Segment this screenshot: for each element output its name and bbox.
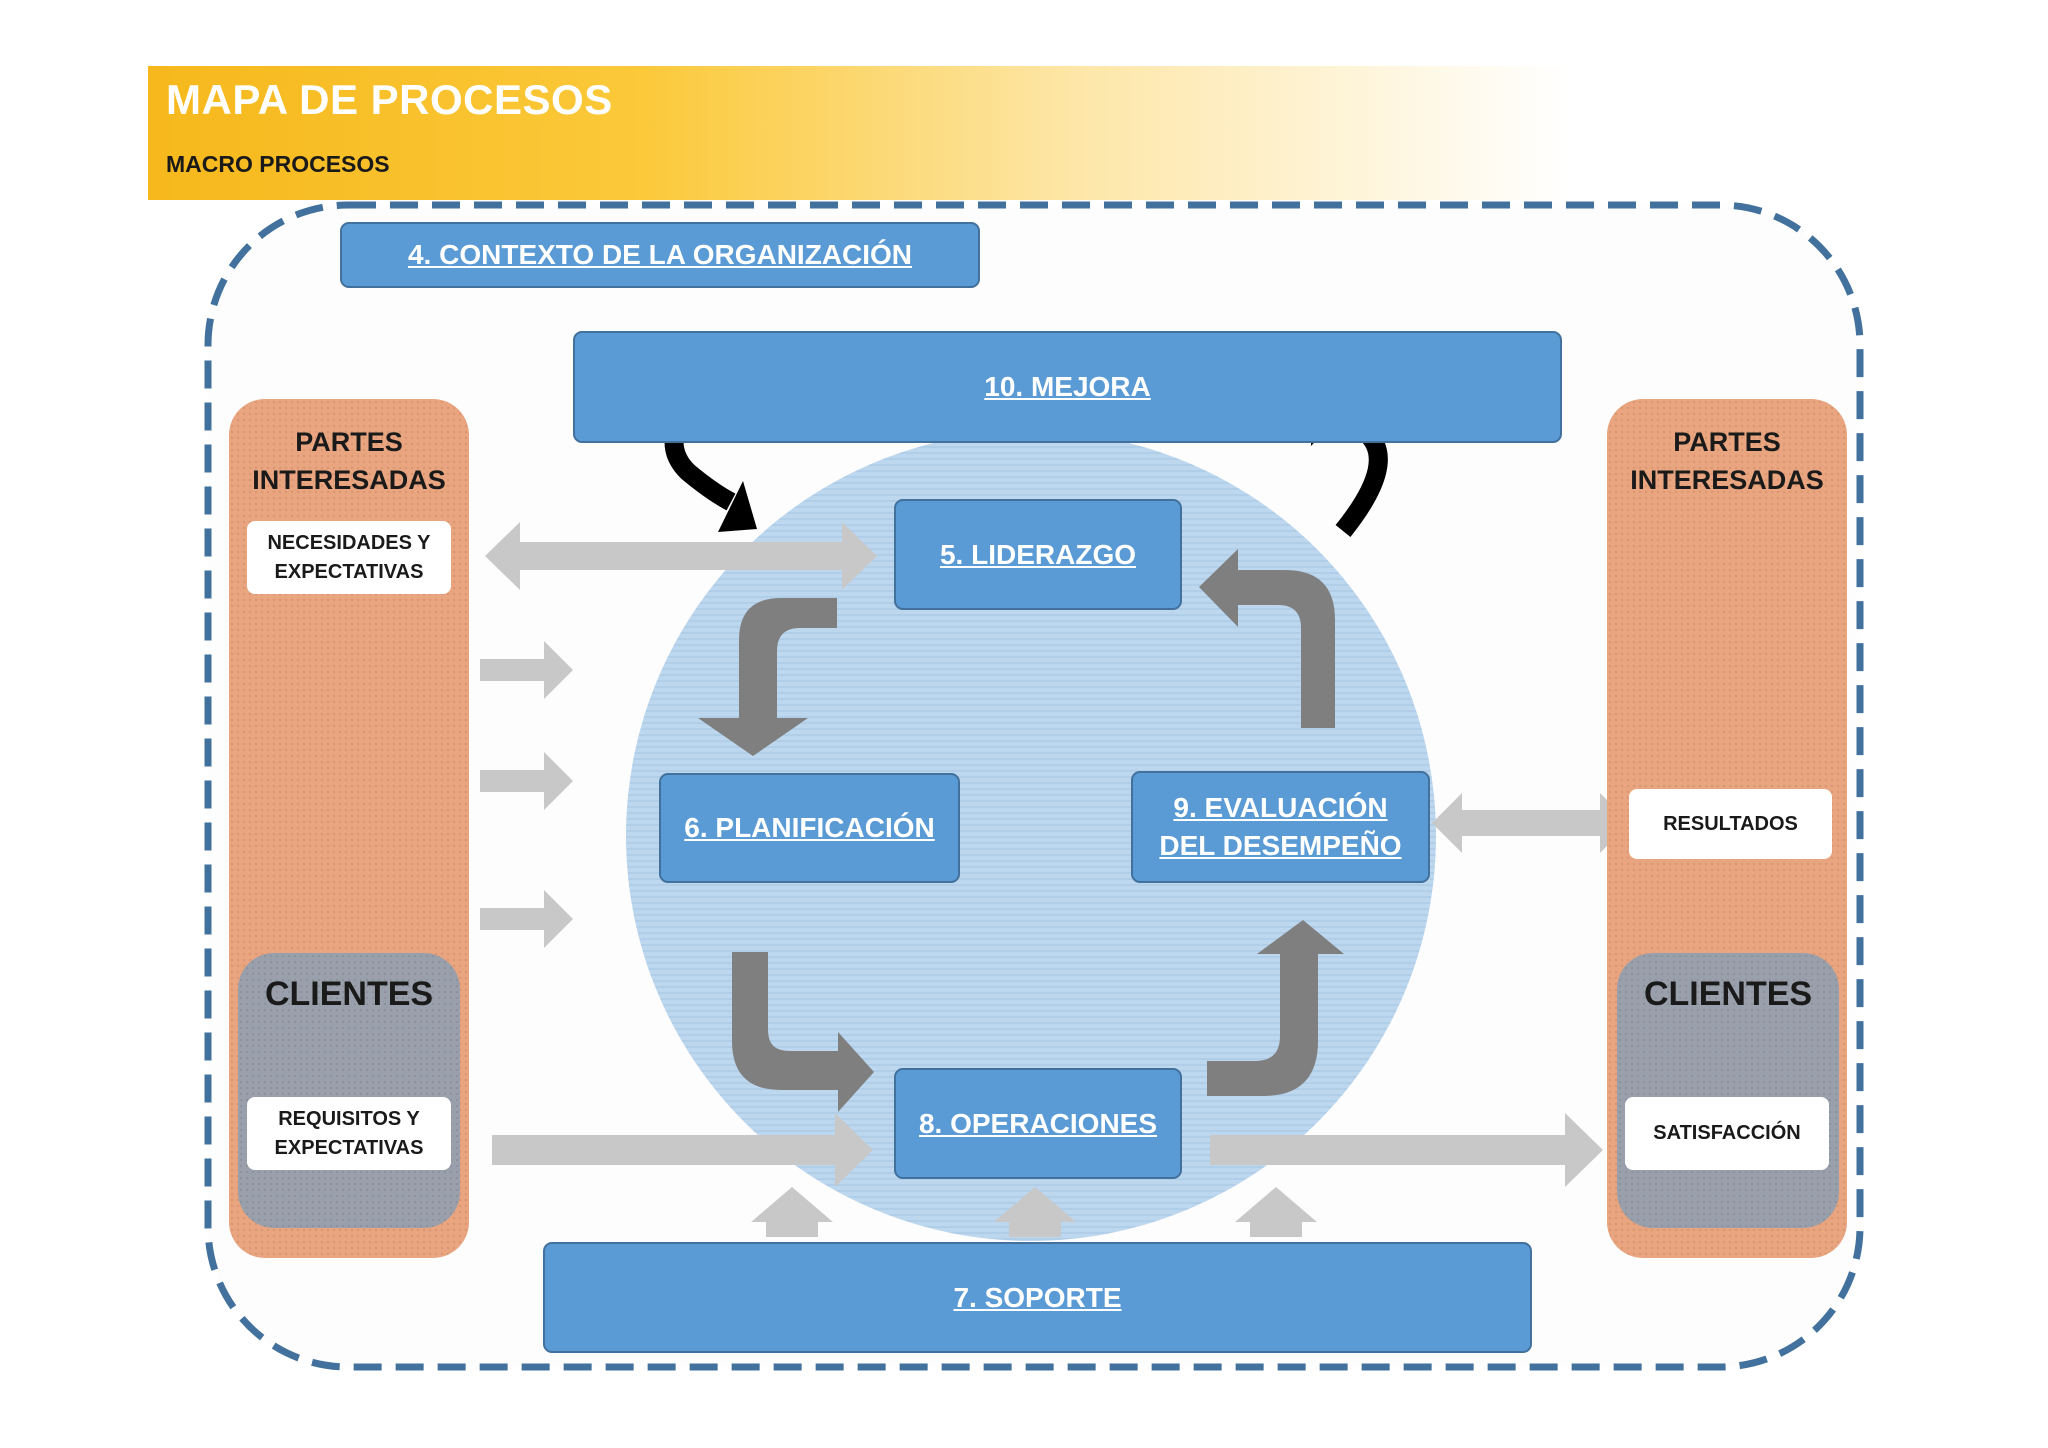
right-title-line1: PARTES bbox=[1673, 427, 1781, 457]
needs-leadership-arrow bbox=[485, 522, 877, 590]
stakeholder-arrow-1 bbox=[480, 641, 573, 699]
operations-evaluation-arrow bbox=[1207, 920, 1344, 1096]
leadership-planning-arrow bbox=[698, 598, 837, 756]
evaluation-line1: 9. EVALUACIÓN bbox=[1173, 792, 1388, 824]
support-arrow-2 bbox=[994, 1187, 1076, 1237]
requirements-operations-arrow bbox=[492, 1113, 873, 1187]
flow-arrows bbox=[480, 522, 1630, 1237]
improvement-process-box[interactable]: 10. MEJORA bbox=[573, 331, 1562, 443]
needs-line2: EXPECTATIVAS bbox=[274, 560, 424, 583]
support-arrow-3 bbox=[1235, 1187, 1317, 1237]
needs-line1: NECESIDADES Y bbox=[267, 531, 431, 554]
evaluation-results-arrow bbox=[1432, 793, 1630, 853]
requirements-expectations-box: REQUISITOS Y EXPECTATIVAS bbox=[247, 1097, 451, 1170]
evaluation-process-box[interactable]: 9. EVALUACIÓN DEL DESEMPEÑO bbox=[1131, 771, 1430, 883]
right-title-line2: INTERESADAS bbox=[1630, 464, 1824, 495]
operations-satisfaction-arrow bbox=[1210, 1113, 1603, 1187]
right-clients-panel bbox=[1617, 953, 1839, 1228]
planning-operations-arrow bbox=[732, 952, 874, 1112]
right-stakeholders-title: PARTES INTERESADAS bbox=[1607, 424, 1847, 500]
requirements-line2: EXPECTATIVAS bbox=[274, 1136, 424, 1159]
left-stakeholders-title: PARTES INTERESADAS bbox=[229, 424, 469, 500]
needs-expectations-box: NECESIDADES Y EXPECTATIVAS bbox=[247, 521, 451, 594]
context-process-box[interactable]: 4. CONTEXTO DE LA ORGANIZACIÓN bbox=[340, 222, 980, 288]
results-box: RESULTADOS bbox=[1629, 789, 1832, 859]
mejora-arrowhead-down bbox=[718, 481, 757, 532]
left-title-line1: PARTES bbox=[295, 427, 403, 457]
page-subtitle: MACRO PROCESOS bbox=[166, 151, 390, 177]
left-title-line2: INTERESADAS bbox=[252, 464, 446, 495]
requirements-line1: REQUISITOS Y bbox=[278, 1107, 420, 1130]
left-clients-panel bbox=[238, 953, 460, 1228]
header-banner bbox=[148, 66, 1568, 200]
right-clients-title: CLIENTES bbox=[1643, 975, 1813, 1013]
satisfaction-box: SATISFACCIÓN bbox=[1625, 1097, 1829, 1170]
operations-process-box[interactable]: 8. OPERACIONES bbox=[894, 1068, 1182, 1179]
pdca-circle bbox=[626, 431, 1436, 1241]
planning-process-box[interactable]: 6. PLANIFICACIÓN bbox=[659, 773, 960, 883]
evaluation-leadership-arrow bbox=[1199, 549, 1335, 728]
support-arrow-1 bbox=[751, 1187, 833, 1237]
leadership-process-box[interactable]: 5. LIDERAZGO bbox=[894, 499, 1182, 610]
support-process-box[interactable]: 7. SOPORTE bbox=[543, 1242, 1532, 1353]
cycle-arrows bbox=[698, 549, 1344, 1112]
evaluation-line2: DEL DESEMPEÑO bbox=[1159, 830, 1402, 861]
left-clients-title: CLIENTES bbox=[264, 975, 434, 1013]
stakeholder-arrow-3 bbox=[480, 890, 573, 948]
page-title: MAPA DE PROCESOS bbox=[166, 76, 613, 123]
stakeholder-arrow-2 bbox=[480, 752, 573, 810]
